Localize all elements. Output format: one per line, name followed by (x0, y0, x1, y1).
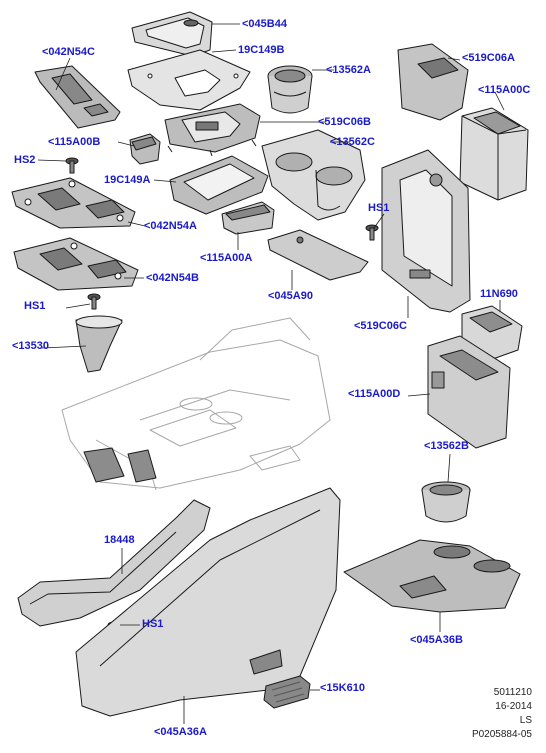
label-13562c: <13562C (330, 136, 375, 148)
label-045b44: <045B44 (242, 18, 287, 30)
label-15k610: <15K610 (320, 682, 365, 694)
ref-line-1: 5011210 (493, 687, 532, 698)
label-042n54c: <042N54C (42, 46, 95, 58)
part-045a90 (267, 229, 369, 281)
label-11n690: 11N690 (480, 288, 518, 300)
part-15k610 (263, 675, 311, 709)
ref-line-3: LS (519, 715, 532, 726)
ref-line-2: 16-2014 (495, 701, 532, 712)
part-045b44 (131, 11, 213, 57)
part-13562c (261, 129, 366, 221)
label-045a90: <045A90 (268, 290, 313, 302)
label-hs1-c: HS1 (142, 618, 164, 630)
part-519c06a (397, 43, 469, 121)
part-19c149a (169, 155, 269, 215)
label-13530: <13530 (12, 340, 50, 352)
part-042n54c (34, 65, 121, 129)
label-115a00a: <115A00A (200, 252, 253, 264)
label-115a00b: <115A00B (48, 136, 101, 148)
part-18448 (17, 499, 211, 627)
label-115a00d: <115A00D (348, 388, 401, 400)
part-042n54b (13, 237, 139, 291)
label-519c06c: <519C06C (354, 320, 407, 332)
part-13562b (421, 481, 471, 523)
part-13530 (75, 315, 123, 373)
part-042n54a (11, 177, 136, 229)
label-13562b: <13562B (424, 440, 469, 452)
part-hs2 (65, 157, 79, 174)
label-042n54b: <042N54B (146, 272, 199, 284)
label-hs1-a: HS1 (368, 202, 390, 214)
part-115a00b (129, 133, 161, 165)
part-519c06b (164, 103, 261, 157)
part-hs1-b (87, 293, 101, 310)
part-115a00c (459, 107, 529, 201)
label-519c06a: <519C06A (462, 52, 515, 64)
label-18448: 18448 (104, 534, 135, 546)
leader-lines (37, 23, 505, 724)
ghost-console-assembly (61, 317, 331, 491)
label-519c06b: <519C06B (318, 116, 371, 128)
part-045a36b (343, 539, 521, 613)
part-hs1-a (365, 224, 379, 241)
label-042n54a: <042N54A (144, 220, 197, 232)
label-045a36a: <045A36A (154, 726, 207, 738)
label-045a36b: <045A36B (410, 634, 463, 646)
part-045a36a (75, 487, 341, 717)
part-13562a (267, 65, 313, 114)
label-19c149a: 19C149A (104, 174, 151, 186)
part-115a00a (221, 201, 275, 235)
label-115a00c: <115A00C (478, 84, 531, 96)
part-519c06c (381, 149, 471, 313)
label-19c149b: 19C149B (238, 44, 285, 56)
ref-line-4: P0205884-05 (471, 729, 532, 740)
label-13562a: <13562A (326, 64, 371, 76)
label-hs2: HS2 (14, 154, 36, 166)
label-hs1-b: HS1 (24, 300, 46, 312)
part-19c149b (127, 49, 251, 111)
part-115a00d (427, 335, 511, 449)
